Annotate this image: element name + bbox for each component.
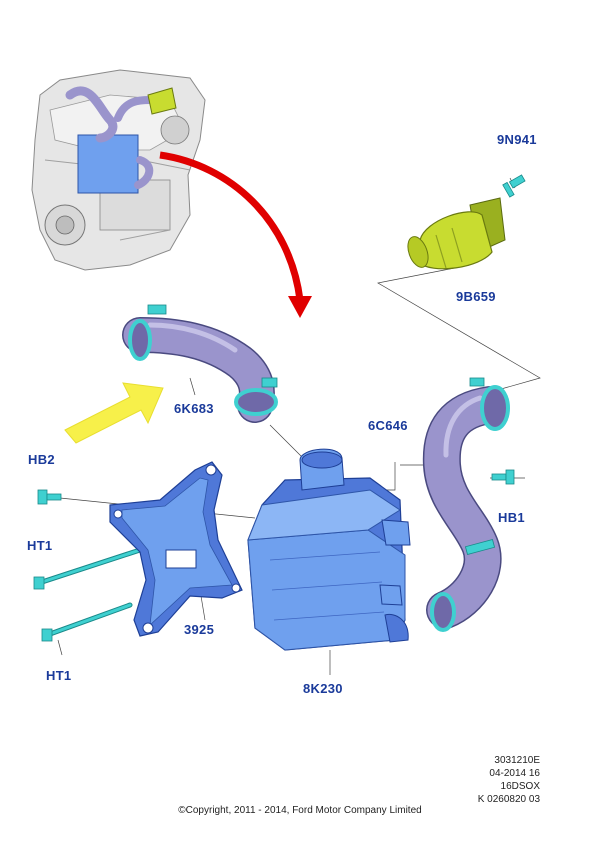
part-label-8k230: 8K230 <box>303 681 343 696</box>
reference-block: 3031210E 04-2014 16 16DSOX K 0260820 03 <box>478 754 540 806</box>
bolt-hb1-icon <box>491 469 515 485</box>
reference-date: 04-2014 16 <box>489 768 540 779</box>
part-label-6k683: 6K683 <box>174 401 214 416</box>
part-label-3925: 3925 <box>184 622 215 637</box>
hose-6k683 <box>122 304 278 423</box>
red-pointer-arrow <box>159 151 312 318</box>
copyright-notice: ©Copyright, 2011 - 2014, Ford Motor Comp… <box>178 805 422 816</box>
engine-illustration <box>31 69 206 271</box>
part-label-hb2: HB2 <box>28 452 55 467</box>
bolt-hb2-icon <box>37 489 62 505</box>
part-label-hb1: HB1 <box>498 510 525 525</box>
stud-ht1-upper-icon <box>33 547 143 590</box>
stud-ht1-lower-icon <box>41 602 133 642</box>
bolt-9n941-icon <box>502 174 526 198</box>
part-label-ht1-lower: HT1 <box>46 668 72 683</box>
bracket-3925 <box>109 461 243 637</box>
part-label-ht1-upper: HT1 <box>27 538 53 553</box>
part-label-6c646: 6C646 <box>368 418 408 433</box>
reference-model-code: 16DSOX <box>500 781 540 792</box>
reference-code: 3031210E <box>494 755 540 766</box>
air-filter-9b659 <box>407 197 506 270</box>
reference-catalog-number: K 0260820 03 <box>477 794 540 805</box>
hose-6c646 <box>422 377 510 632</box>
intercooler-8k230 <box>247 448 411 651</box>
part-label-9b659: 9B659 <box>456 289 496 304</box>
yellow-pointer-arrow <box>64 382 164 444</box>
part-label-9n941: 9N941 <box>497 132 537 147</box>
